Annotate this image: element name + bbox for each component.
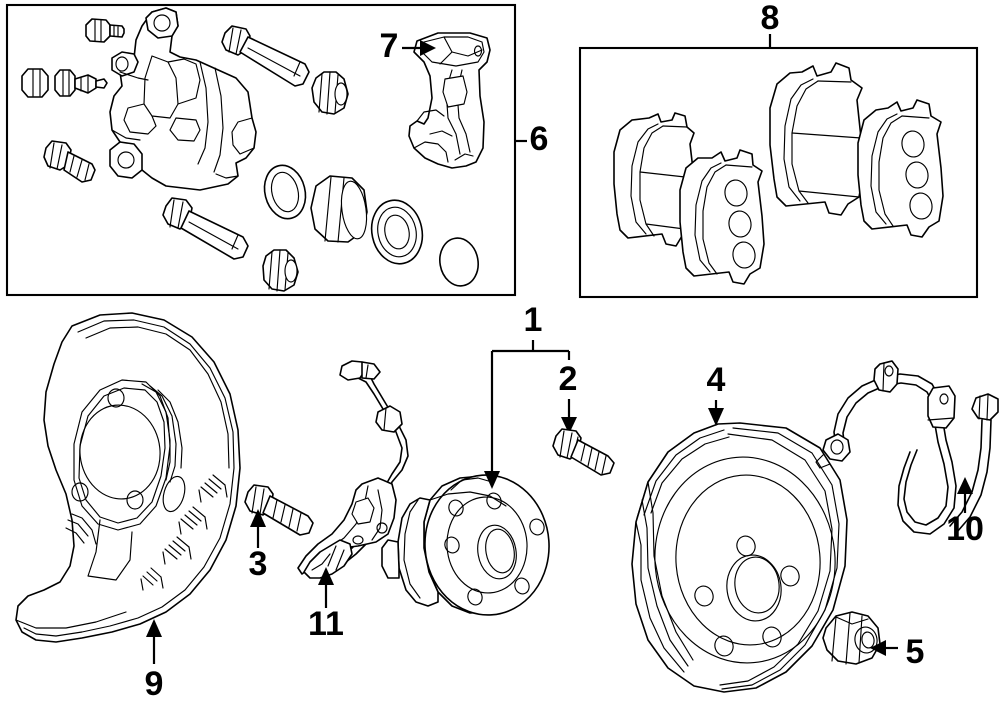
brake-pad-outer-right [769,62,865,216]
caliper-piston-dust-seal [370,199,424,265]
brake-pad-inner-right [857,99,944,238]
callout-11-leader [318,567,334,608]
axle-hub-nut [822,611,881,665]
callout-2-leader [561,399,577,434]
callout-label-11: 11 [308,605,344,643]
caliper-piston-seal-ring [263,164,307,220]
callout-label-2: 2 [559,360,578,398]
wheel-hub-stud-bolt [552,428,615,476]
front-brake-rotor-disc [631,422,848,693]
callout-5-leader [870,640,898,656]
callout-label-1: 1 [524,301,543,339]
callout-1-leader [484,340,571,489]
front-wheel-hub-assembly [381,474,550,616]
callout-9-leader [146,619,162,664]
caliper-pin-dust-boot-lower [262,249,299,292]
brake-pad-outer-left [613,112,697,247]
caliper-bleeder-cap [21,68,49,98]
callout-label-5: 5 [906,633,925,671]
caliper-slide-pin-bolt-lower [162,197,249,260]
brake-caliper-body [109,7,257,191]
front-brake-flexible-hose [815,360,999,535]
shield-vent-louvres [140,474,228,591]
callout-label-3: 3 [249,545,268,583]
brake-pad-kit-group-frame [578,46,979,299]
callout-7-leader [402,40,436,56]
callout-label-6: 6 [530,120,549,158]
caliper-bleeder-plug-cap [439,237,479,287]
callout-3-leader [250,509,266,548]
caliper-mounting-bracket [408,32,491,169]
caliper-pin-dust-boot-upper [311,71,349,115]
caliper-mounting-bolt-left [43,140,96,183]
callout-4-leader [708,400,724,426]
caliper-assembly-group-frame [5,3,517,297]
callout-label-10: 10 [946,510,984,548]
caliper-piston [310,175,368,243]
callout-label-8: 8 [761,0,780,37]
splash-shield-bolt [244,484,314,536]
caliper-slide-pin-bolt-upper [221,25,310,87]
brake-pad-inner-left [679,149,765,285]
callout-label-9: 9 [145,665,164,703]
caliper-bleeder-screw-1 [85,18,125,43]
abs-wheel-speed-sensor [297,360,409,579]
callout-10-leader [957,477,973,513]
caliper-bleeder-screw-2 [54,69,108,97]
brake-dust-splash-shield [15,312,241,643]
callout-label-7: 7 [380,27,399,65]
callout-label-4: 4 [707,361,726,399]
